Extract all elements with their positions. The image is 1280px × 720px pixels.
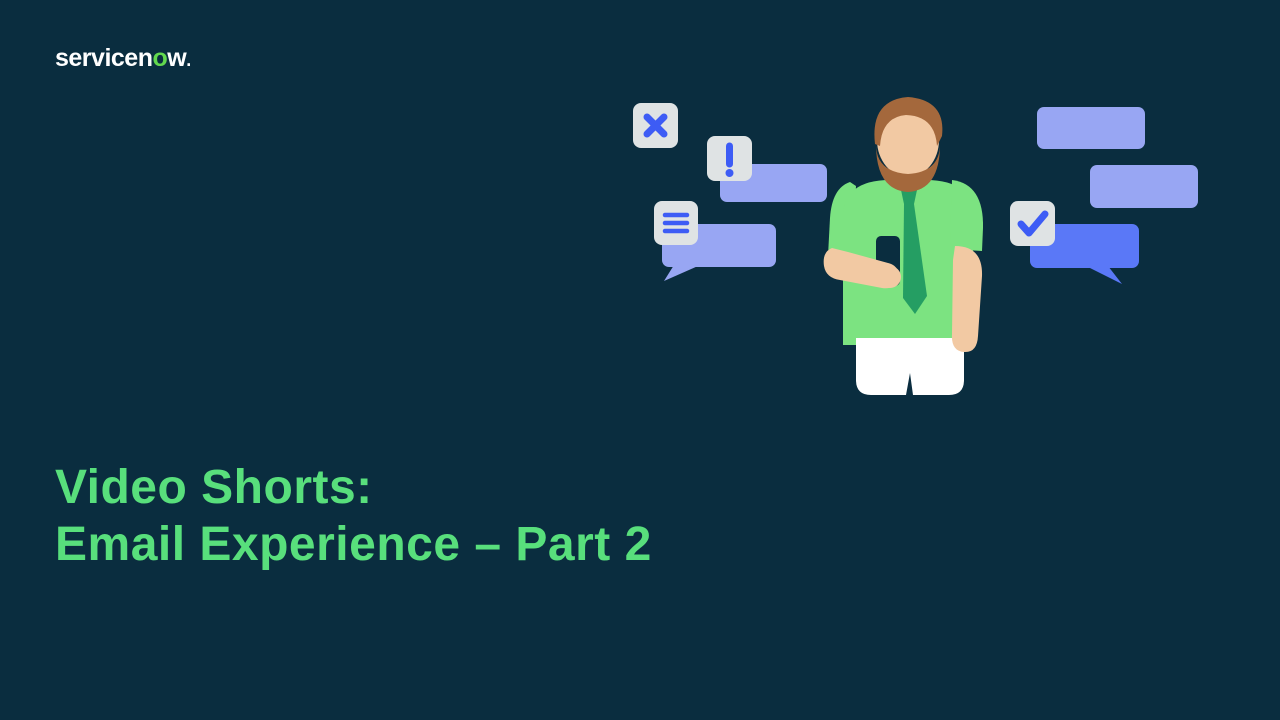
- checkmark-icon: [1017, 210, 1049, 237]
- chat-bubble-right-top: [1037, 107, 1145, 149]
- person-hand: [879, 266, 901, 288]
- logo-text-suffix: w: [167, 44, 187, 72]
- title-line-2: Email Experience – Part 2: [55, 518, 652, 571]
- illustration: [633, 97, 1198, 395]
- person-tie: [901, 190, 927, 314]
- person-pants: [856, 338, 964, 395]
- bubble-tail: [1088, 266, 1122, 284]
- bubble-tail: [664, 265, 698, 281]
- logo-trademark-dot: .: [186, 50, 191, 70]
- logo-text-prefix: servicen: [55, 44, 153, 72]
- chat-bubble-right-bottom: [1030, 224, 1139, 284]
- chat-tile-checkmark: [1010, 201, 1055, 246]
- person-illustration: [823, 97, 984, 395]
- person-right-arm: [951, 246, 983, 353]
- video-title: Video Shorts: Email Experience – Part 2: [55, 459, 652, 573]
- exclamation-icon: [725, 142, 734, 177]
- chat-bubble-right-middle: [1090, 165, 1198, 208]
- menu-icon: [662, 212, 690, 234]
- close-icon: [643, 113, 668, 138]
- servicenow-logo: servicenow.: [55, 44, 191, 73]
- person-hair: [874, 97, 943, 146]
- person-beard: [876, 144, 940, 192]
- chat-tile-menu: [654, 201, 698, 245]
- person-right-sleeve: [950, 180, 984, 251]
- title-line-1: Video Shorts:: [55, 461, 373, 514]
- person-face: [877, 103, 939, 177]
- logo-o-mark: o: [152, 44, 168, 72]
- chat-tile-exclamation: [707, 136, 752, 181]
- chat-tile-close: [633, 103, 678, 148]
